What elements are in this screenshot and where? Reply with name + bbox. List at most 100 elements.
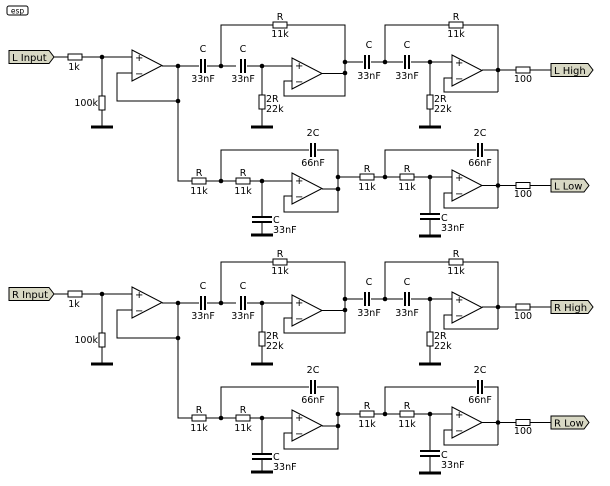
lp1-r2-value: 11k xyxy=(234,186,252,197)
wire xyxy=(283,189,339,213)
resistor xyxy=(515,66,531,74)
wire xyxy=(463,24,499,92)
wire xyxy=(116,309,178,339)
capacitor-gap xyxy=(239,59,247,73)
wire xyxy=(484,386,499,445)
opamp xyxy=(451,54,484,87)
lp1-r1-name: R xyxy=(196,168,203,179)
hp1-rgnd-value: 22k xyxy=(266,341,284,352)
capacitor-gap xyxy=(199,59,207,73)
hp1-c2-name: C xyxy=(240,44,247,55)
resistor xyxy=(98,95,106,111)
high-output-label[interactable]: L High xyxy=(550,63,594,78)
resistor xyxy=(426,94,434,110)
low-output-label[interactable]: R Low xyxy=(550,415,590,430)
input-series-resistor-label: 1k xyxy=(68,62,80,73)
wire xyxy=(443,429,498,446)
opamp-plus-sign: + xyxy=(455,295,463,306)
lp2-r2-value: 11k xyxy=(398,182,416,193)
hp2-rgnd-value: 22k xyxy=(434,104,452,115)
opamp-minus-sign: − xyxy=(455,311,463,322)
wire xyxy=(443,192,498,209)
lp1-cfb-name: 2C xyxy=(307,365,320,376)
lp2-r1-name: R xyxy=(364,401,371,412)
opamp-plus-sign: + xyxy=(135,53,143,64)
input-label[interactable]: L Input xyxy=(8,50,55,65)
opamp-minus-sign: − xyxy=(295,192,303,203)
wire xyxy=(384,24,449,62)
lp2-cgnd-value: 33nF xyxy=(441,223,465,234)
lp1-cfb-value: 66nF xyxy=(301,158,325,169)
input-label[interactable]: R Input xyxy=(8,287,55,302)
lp2-r1-value: 11k xyxy=(358,182,376,193)
resistor xyxy=(98,332,106,348)
opamp xyxy=(131,49,164,82)
input-label-shape xyxy=(8,287,55,301)
wire xyxy=(463,261,499,329)
hp2-c2-value: 33nF xyxy=(395,71,419,82)
high-output-label-shape xyxy=(550,63,594,77)
high-output-label-text: L High xyxy=(554,66,586,77)
opamp-plus-sign: + xyxy=(295,176,303,187)
opamp-minus-sign: − xyxy=(295,429,303,440)
resistor xyxy=(515,419,531,426)
opamp xyxy=(291,172,324,205)
hp2-c1-value: 33nF xyxy=(357,308,381,319)
low-output-label-shape xyxy=(550,415,590,430)
lp1-r1-value: 11k xyxy=(190,186,208,197)
low-output-label[interactable]: L Low xyxy=(550,178,590,193)
lp1-r1-name: R xyxy=(196,405,203,416)
wire xyxy=(220,386,310,418)
capacitor-gap xyxy=(309,380,317,394)
esp-logo: esp xyxy=(6,5,29,16)
lp-output-resistor-label: 100 xyxy=(514,426,532,437)
resistor xyxy=(515,182,531,189)
wire xyxy=(317,149,339,189)
opamp-plus-sign: + xyxy=(455,410,463,421)
wire xyxy=(443,314,498,330)
wire xyxy=(220,261,273,303)
hp2-c1-name: C xyxy=(366,277,373,288)
hp2-rfb-name: R xyxy=(453,249,460,260)
lp1-r1-value: 11k xyxy=(190,423,208,434)
opamp-minus-sign: − xyxy=(455,74,463,85)
hp1-rfb-name: R xyxy=(277,249,284,260)
lp2-r2-name: R xyxy=(404,164,411,175)
resistor xyxy=(258,331,266,347)
hp2-rgnd-name: 2R xyxy=(434,331,447,342)
capacitor-gap xyxy=(252,453,272,460)
left-channel: L Input1k100k+−C33nFR11kC33nF2R22k+−C33n… xyxy=(8,12,594,238)
opamp-plus-sign: + xyxy=(455,58,463,69)
junction-dot xyxy=(335,186,341,192)
opamp xyxy=(451,169,484,202)
hp2-rgnd-name: 2R xyxy=(434,94,447,105)
hp1-c1-name: C xyxy=(200,281,207,292)
hp1-c1-value: 33nF xyxy=(191,311,215,322)
junction-dot xyxy=(495,420,501,425)
opamp-plus-sign: + xyxy=(135,290,143,301)
input-label-shape xyxy=(8,50,55,64)
resistor xyxy=(67,290,83,298)
lp1-cgnd-name: C xyxy=(273,215,280,226)
wire xyxy=(283,426,339,450)
capacitor-gap xyxy=(420,213,440,220)
hp1-c2-value: 33nF xyxy=(231,74,255,85)
resistor xyxy=(67,53,83,61)
opamp xyxy=(131,286,164,319)
capacitor-gap xyxy=(199,296,207,310)
junction-dot xyxy=(342,307,348,313)
hp1-c2-value: 33nF xyxy=(231,311,255,322)
hp1-rgnd-name: 2R xyxy=(266,331,279,342)
opamp-minus-sign: − xyxy=(455,189,463,200)
opamp xyxy=(451,406,484,439)
input-series-resistor-label: 1k xyxy=(68,299,80,310)
wire xyxy=(384,149,476,177)
high-output-label[interactable]: R High xyxy=(550,300,594,315)
low-output-label-shape xyxy=(550,178,590,193)
input-shunt-resistor-label: 100k xyxy=(74,335,98,346)
lp2-cfb-value: 66nF xyxy=(468,395,492,406)
hp1-c1-name: C xyxy=(200,44,207,55)
capacitor-gap xyxy=(309,143,317,157)
lp2-cfb-name: 2C xyxy=(474,365,487,376)
